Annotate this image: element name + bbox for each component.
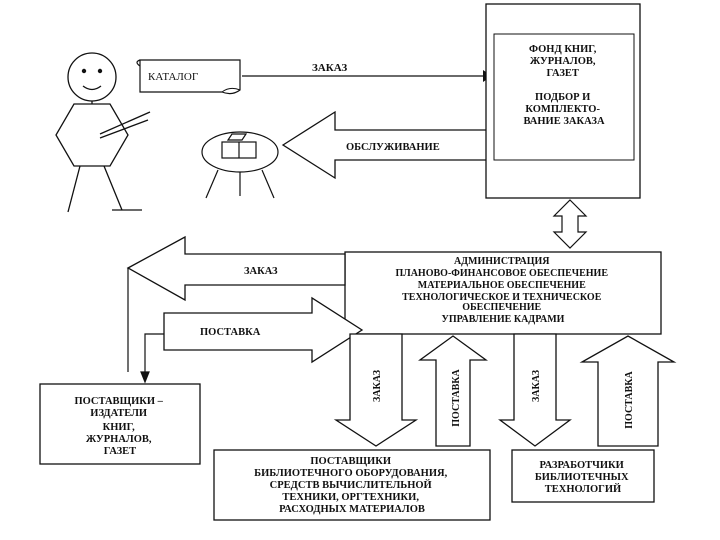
developers-line: ТЕХНОЛОГИЙ: [545, 483, 621, 495]
fund-line: ПОДБОР И: [535, 92, 590, 103]
admin-line: ТЕХНОЛОГИЧЕСКОЕ И ТЕХНИЧЕСКОЕ: [402, 292, 602, 303]
admin-text: АДМИНИСТРАЦИЯ ПЛАНОВО-ФИНАНСОВОЕ ОБЕСПЕЧ…: [395, 256, 610, 325]
reader-body: [55, 103, 129, 167]
supply-vertical-2: ПОСТАВКА: [624, 371, 635, 429]
order-arrow-left: ЗАКАЗ: [126, 235, 346, 302]
publishers-line: ПОСТАВЩИКИ –: [74, 396, 163, 407]
reader-figure: [55, 52, 151, 213]
admin-line: УПРАВЛЕНИЕ КАДРАМИ: [442, 314, 565, 325]
admin-line: ПЛАНОВО-ФИНАНСОВОЕ ОБЕСПЕЧЕНИЕ: [395, 268, 608, 279]
service-arrow: ОБСЛУЖИВАНИЕ: [281, 110, 496, 180]
admin-line: АДМИНИСТРАЦИЯ: [454, 256, 550, 267]
supply-arrow-up-1: ПОСТАВКА: [418, 335, 488, 447]
developers-text: РАЗРАБОТЧИКИ БИБЛИОТЕЧНЫХ ТЕХНОЛОГИЙ: [535, 460, 631, 495]
fund-box: ФОНД КНИГ, ЖУРНАЛОВ, ГАЗЕТ ПОДБОР И КОМП…: [485, 3, 641, 199]
connector-lines: [127, 268, 164, 384]
equipment-box: ПОСТАВЩИКИ БИБЛИОТЕЧНОГО ОБОРУДОВАНИЯ, С…: [213, 449, 491, 521]
equipment-line: БИБЛИОТЕЧНОГО ОБОРУДОВАНИЯ,: [254, 468, 447, 479]
equipment-text: ПОСТАВЩИКИ БИБЛИОТЕЧНОГО ОБОРУДОВАНИЯ, С…: [254, 456, 450, 515]
supply-left-label: ПОСТАВКА: [200, 327, 261, 338]
publishers-line: ГАЗЕТ: [104, 446, 136, 457]
publishers-line: ЖУРНАЛОВ,: [86, 434, 152, 445]
fund-line: ЖУРНАЛОВ,: [530, 56, 596, 67]
equipment-line: РАСХОДНЫХ МАТЕРИАЛОВ: [279, 504, 425, 515]
supply-vertical-1: ПОСТАВКА: [451, 369, 462, 427]
order-vertical-2: ЗАКАЗ: [531, 370, 542, 402]
order-arrow-down-2: ЗАКАЗ: [498, 333, 572, 447]
reader-head: [67, 52, 117, 102]
equipment-line: ТЕХНИКИ, ОРГТЕХНИКИ,: [282, 492, 419, 503]
developers-line: РАЗРАБОТЧИКИ: [540, 460, 624, 471]
fund-line: КОМПЛЕКТО-: [525, 104, 600, 115]
service-label: ОБСЛУЖИВАНИЕ: [346, 142, 440, 153]
fund-line: ФОНД КНИГ,: [529, 44, 597, 55]
order-top-label: ЗАКАЗ: [312, 62, 347, 74]
catalog-scroll: КАТАЛОГ: [136, 59, 241, 95]
order-arrow-down-1: ЗАКАЗ: [333, 333, 419, 447]
catalog-label: КАТАЛОГ: [148, 71, 198, 83]
fund-line: ГАЗЕТ: [546, 68, 578, 79]
admin-line: ОБЕСПЕЧЕНИЕ: [462, 302, 541, 313]
order-arrow-top: ЗАКАЗ: [242, 62, 492, 82]
order-left-label: ЗАКАЗ: [244, 266, 278, 277]
publishers-text: ПОСТАВЩИКИ – ИЗДАТЕЛИ КНИГ, ЖУРНАЛОВ, ГА…: [74, 396, 165, 457]
equipment-line: ПОСТАВЩИКИ: [310, 456, 391, 467]
double-arrow: [552, 199, 588, 249]
admin-box: АДМИНИСТРАЦИЯ ПЛАНОВО-ФИНАНСОВОЕ ОБЕСПЕЧ…: [344, 251, 662, 335]
fund-text: ФОНД КНИГ, ЖУРНАЛОВ, ГАЗЕТ ПОДБОР И КОМП…: [523, 44, 604, 127]
developers-line: БИБЛИОТЕЧНЫХ: [535, 472, 629, 483]
developers-box: РАЗРАБОТЧИКИ БИБЛИОТЕЧНЫХ ТЕХНОЛОГИЙ: [511, 449, 655, 503]
equipment-line: СРЕДСТВ ВЫЧИСЛИТЕЛЬНОЙ: [270, 479, 432, 491]
admin-line: МАТЕРИАЛЬНОЕ ОБЕСПЕЧЕНИЕ: [418, 280, 586, 291]
supply-arrow-left: ПОСТАВКА: [163, 296, 364, 364]
reading-table: [201, 131, 279, 199]
publishers-line: ИЗДАТЕЛИ: [90, 408, 147, 419]
fund-line: ВАНИЕ ЗАКАЗА: [523, 116, 604, 127]
publishers-box: ПОСТАВЩИКИ – ИЗДАТЕЛИ КНИГ, ЖУРНАЛОВ, ГА…: [39, 383, 201, 465]
publishers-line: КНИГ,: [103, 422, 135, 433]
order-vertical-1: ЗАКАЗ: [372, 370, 383, 402]
supply-arrow-up-2: ПОСТАВКА: [579, 335, 677, 447]
